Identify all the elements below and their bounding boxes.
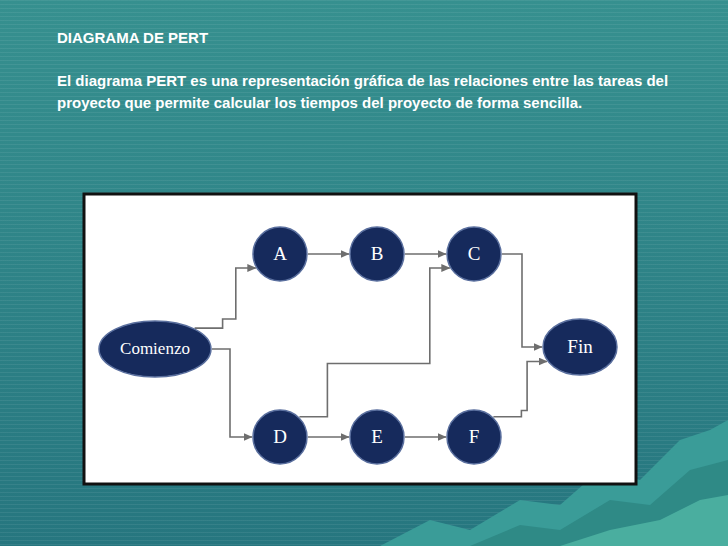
node-shape: [350, 410, 404, 464]
node-label: A: [273, 243, 287, 265]
dependency-arrow: [195, 268, 256, 328]
dependency-arrow: [299, 268, 449, 417]
dependency-arrow: [502, 254, 542, 347]
node-label: Comienzo: [120, 339, 190, 359]
dependency-arrow: [308, 253, 349, 255]
mountain-shape: [560, 495, 728, 546]
node-shape: [253, 410, 307, 464]
dependency-arrow: [212, 349, 252, 437]
terminal-ellipse: Comienzo: [98, 320, 212, 378]
dependency-arrow: [493, 362, 547, 417]
diagram-panel: [84, 194, 636, 484]
terminal-ellipse: Fin: [542, 318, 618, 376]
node-label: E: [371, 426, 383, 448]
dependency-arrow: [405, 253, 446, 255]
node-label: D: [273, 426, 287, 448]
node-shape: [253, 227, 307, 281]
activity-circle: A: [252, 226, 308, 282]
activity-circle: D: [252, 409, 308, 465]
activity-circle: E: [349, 409, 405, 465]
node-shape: [447, 410, 501, 464]
node-label: C: [468, 243, 481, 265]
body-text: El diagrama PERT es una representación g…: [57, 70, 687, 114]
activity-circle: F: [446, 409, 502, 465]
node-shape: [447, 227, 501, 281]
node-shape: [350, 227, 404, 281]
node-label: B: [371, 243, 384, 265]
activity-circle: B: [349, 226, 405, 282]
dependency-arrow: [405, 436, 446, 438]
node-label: Fin: [567, 336, 592, 358]
slide-title: DIAGRAMA DE PERT: [57, 29, 208, 46]
node-shape: [543, 319, 617, 375]
activity-circle: C: [446, 226, 502, 282]
dependency-arrow: [308, 436, 349, 438]
node-shape: [99, 321, 211, 377]
node-label: F: [469, 426, 480, 448]
